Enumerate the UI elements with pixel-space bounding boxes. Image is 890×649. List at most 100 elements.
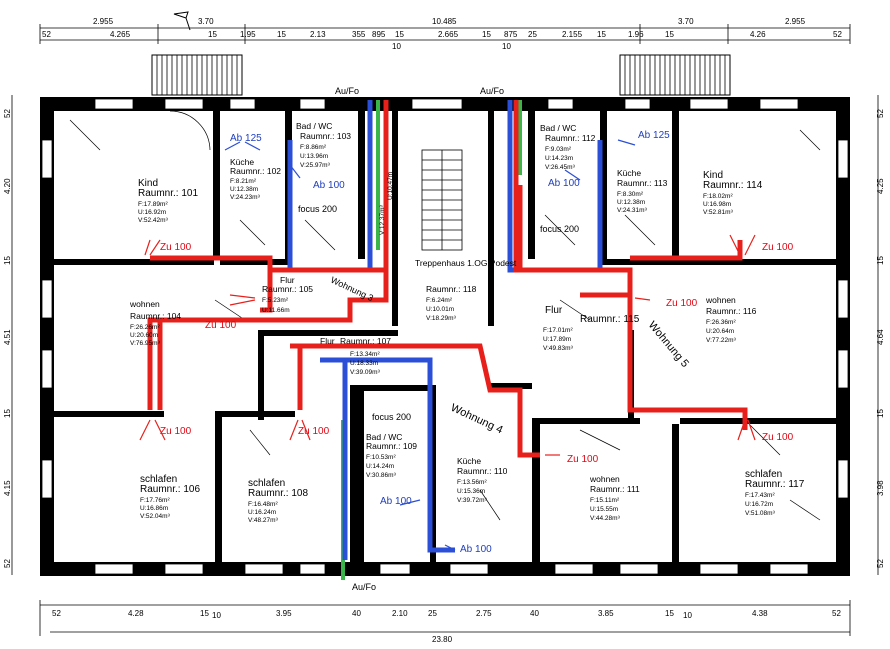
dim-left: 52 4.20 15 4.51 15 4.15 52: [3, 109, 12, 568]
room-103-v: V:25.97m³: [300, 162, 331, 169]
room-115-f: F:17.01m²: [543, 327, 573, 334]
label-ab100-110: Ab 100: [460, 544, 492, 555]
dim-right-7: 52: [876, 559, 885, 568]
room-114-number: Raumnr.: 114: [703, 180, 763, 191]
room-102-name: Küche: [230, 157, 254, 167]
room-112-u: U:14.23m: [545, 155, 573, 162]
dim-bottom-4: 10: [212, 611, 221, 620]
label-focus200-bottom: focus 200: [372, 412, 411, 422]
room-103-f: F:8.86m²: [300, 144, 327, 151]
room-108: schlafen Raumnr.: 108 F:16.48m² U:16.24m…: [248, 478, 308, 524]
dim-left-4: 4.51: [3, 329, 12, 345]
dim-top2-10: 2.665: [438, 30, 459, 39]
room-108-v: V:48.27m³: [248, 517, 279, 524]
room-109-u: U:14.24m: [366, 463, 394, 470]
room-111-v: V:44.28m³: [590, 515, 621, 522]
north-arrow-icon: [173, 11, 191, 31]
room-118-f: F:6.24m²: [426, 297, 453, 304]
dim-top-3: 10.485: [432, 17, 457, 26]
room-103-name: Bad / WC: [296, 121, 332, 131]
room-118: Treppenhaus 1.OG Podest Raumnr.: 118 F:6…: [415, 258, 517, 322]
room-104-u: U:20.60m: [130, 332, 158, 339]
room-117-f: F:17.43m²: [745, 492, 775, 499]
room-111-name: wohnen: [589, 474, 620, 484]
label-aufo-left: Au/Fo: [335, 86, 359, 96]
dim-bottom-10: 40: [530, 609, 539, 618]
dim-bottom-8: 25: [428, 609, 437, 618]
room-104-v: V:76.95m³: [130, 340, 161, 347]
room-112-f: F:9.03m²: [545, 146, 572, 153]
room-107: Flur Raumnr.: 107 F:13.34m² U:18.33m V:3…: [320, 336, 391, 376]
room-114-u: U:16.98m: [703, 201, 731, 208]
dim-top2-15: 15: [597, 30, 606, 39]
room-104: wohnen Raumnr.: 104 F:26.26m² U:20.60m V…: [129, 299, 181, 347]
dim-top2-sub2: 10: [502, 42, 511, 51]
room-112: Bad / WC Raumnr.: 112 F:9.03m² U:14.23m …: [540, 123, 596, 171]
supply-duct: [147, 100, 748, 458]
room-104-name: wohnen: [129, 299, 160, 309]
room-111-f: F:15.11m²: [590, 497, 620, 504]
room-101-name: Kind: [138, 178, 158, 189]
dim-left-5: 15: [3, 409, 12, 418]
label-zu100-116: Zu 100: [666, 298, 698, 309]
room-118-number: Raumnr.: 118: [426, 284, 477, 294]
balcony-left: [151, 54, 243, 96]
dim-bottom-11: 3.85: [598, 609, 614, 618]
interior-walls: [54, 111, 836, 562]
room-108-name: schlafen: [248, 478, 285, 489]
room-111-number: Raumnr.: 111: [590, 484, 640, 494]
dim-top2-1: 52: [42, 30, 51, 39]
room-112-name: Bad / WC: [540, 123, 576, 133]
room-112-v: V:26.45m³: [545, 164, 576, 171]
room-110-name: Küche: [457, 456, 481, 466]
label-aufo-right: Au/Fo: [480, 86, 504, 96]
room-113-v: V:24.31m³: [617, 207, 648, 214]
room-105-u: U:11.66m: [262, 307, 290, 314]
dim-top2-5: 15: [277, 30, 286, 39]
label-zu100-114: Zu 100: [762, 242, 794, 253]
room-105: Flur Raumnr.: 105 F:5.23m² U:11.66m: [262, 275, 313, 314]
room-105-f: F:5.23m²: [262, 297, 289, 304]
room-114: Kind Raumnr.: 114 F:18.02m² U:16.98m V:5…: [703, 170, 763, 216]
room-104-f: F:26.26m²: [130, 324, 160, 331]
room-118-u: U:10.01m: [426, 306, 454, 313]
dim-left-3: 15: [3, 256, 12, 265]
dim-top2-sub1: 10: [392, 42, 401, 51]
label-ab125-left: Ab 125: [230, 133, 262, 144]
dim-bottom-6: 40: [352, 609, 361, 618]
label-focus200-right: focus 200: [540, 224, 579, 234]
room-106-name: schlafen: [140, 474, 177, 485]
stair-small-2: U:10.47m: [387, 172, 394, 200]
dim-right-4: 4.64: [876, 329, 885, 345]
room-103-u: U:13.96m: [300, 153, 328, 160]
room-109-name: Bad / WC: [366, 432, 402, 442]
room-116-v: V:77.22m³: [706, 337, 737, 344]
room-109: Bad / WC Raumnr.: 109 F:10.53m² U:14.24m…: [366, 432, 417, 479]
dim-bottom-5: 3.95: [276, 609, 292, 618]
room-114-name: Kind: [703, 170, 723, 181]
label-zu100-108: Zu 100: [298, 426, 330, 437]
room-107-v: V:39.09m³: [350, 369, 381, 376]
room-108-f: F:16.48m²: [248, 501, 278, 508]
dim-bottom-7: 2.10: [392, 609, 408, 618]
dim-top2-16: 1.96: [628, 30, 644, 39]
room-110-number: Raumnr.: 110: [457, 466, 508, 476]
dim-left-6: 4.15: [3, 480, 12, 496]
room-105-name: Flur: [280, 275, 295, 285]
room-110-v: V:39.72m³: [457, 497, 488, 504]
balcony-right: [619, 54, 731, 96]
dim-top2-12: 875: [504, 30, 518, 39]
room-115: Flur Raumnr.: 115 F:17.01m² U:17.89m V:4…: [543, 305, 640, 352]
room-108-number: Raumnr.: 108: [248, 488, 308, 499]
room-115-v: V:49.83m³: [543, 345, 574, 352]
room-102: Küche Raumnr.: 102 F:8.21m² U:12.38m V:2…: [230, 157, 281, 201]
dim-top2-18: 4.26: [750, 30, 766, 39]
room-118-v: V:18.29m³: [426, 315, 457, 322]
dimension-ticks: [39, 24, 851, 636]
label-ab100-103: Ab 100: [313, 180, 345, 191]
dim-top2-13: 25: [528, 30, 537, 39]
dim-top2-2: 4.265: [110, 30, 131, 39]
room-113: Küche Raumnr.: 113 F:8.30m² U:12.38m V:2…: [617, 168, 668, 214]
room-116-number: Raumnr.: 116: [706, 306, 757, 316]
room-117-u: U:16.72m: [745, 501, 773, 508]
